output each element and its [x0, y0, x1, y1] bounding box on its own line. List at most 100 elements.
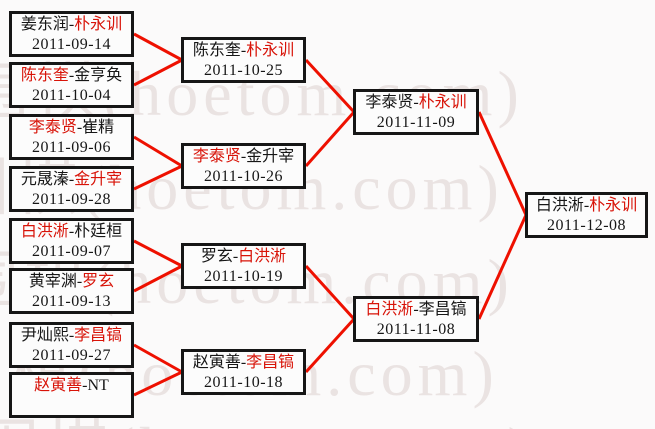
match-box-r1-1: 姜东润-朴永训 2011-09-14	[9, 11, 134, 57]
player-left: 李泰贤	[365, 94, 414, 111]
match-players: 白洪淅-朴廷桓	[21, 222, 122, 242]
match-box-r2-2: 李泰贤-金升宰 2011-10-26	[181, 143, 306, 189]
player-left: 李泰贤	[28, 119, 77, 136]
match-players: 白洪淅-朴永训	[536, 196, 637, 216]
connector-line	[133, 239, 183, 268]
match-players: 李泰贤-金升宰	[193, 147, 294, 167]
match-players: 赵寅善-NT	[34, 376, 109, 396]
match-players: 陈东奎-朴永训	[193, 41, 294, 61]
connector-line	[304, 317, 356, 374]
match-date: 2011-11-08	[376, 321, 456, 338]
player-right: 金升宰	[246, 148, 295, 165]
player-separator: -	[68, 16, 75, 33]
match-box-r2-4: 赵寅善-李昌镐 2011-10-18	[181, 349, 306, 395]
player-right: 金升宰	[74, 171, 123, 188]
connector-line	[477, 214, 528, 320]
player-left: 白洪淅	[20, 223, 69, 240]
connector-line	[133, 32, 183, 62]
match-date: 2011-10-26	[203, 168, 284, 185]
player-separator: -	[583, 197, 590, 214]
player-separator: -	[240, 354, 247, 371]
match-date: 2011-09-13	[31, 293, 112, 310]
player-separator: -	[413, 301, 419, 318]
player-right: 朴永训	[589, 197, 638, 214]
match-players: 陈东奎-金亨奂	[21, 66, 122, 86]
player-right: 李昌镐	[246, 354, 295, 371]
match-box-r1-6: 黄宰渊-罗玄 2011-09-13	[9, 268, 134, 314]
player-separator: -	[413, 94, 419, 111]
match-players: 赵寅善-李昌镐	[193, 353, 294, 373]
player-left: 尹灿熙	[20, 327, 69, 344]
match-date: 2011-09-27	[31, 347, 112, 364]
player-right: 朴永训	[74, 16, 123, 33]
match-box-r2-3: 罗玄-白洪淅 2011-10-19	[181, 243, 306, 289]
connector-line	[304, 58, 356, 114]
player-right: 朴廷桓	[74, 223, 123, 240]
match-date: 2011-12-08	[546, 217, 627, 234]
player-right: NT	[87, 377, 109, 394]
match-box-r1-4: 元晟溱-金升宰 2011-09-28	[9, 166, 134, 212]
player-separator: -	[240, 42, 247, 59]
connector-line	[477, 111, 528, 216]
connector-line	[133, 264, 183, 293]
player-right: 崔精	[82, 119, 115, 136]
match-box-r1-2: 陈东奎-金亨奂 2011-10-04	[9, 62, 134, 108]
match-players: 李泰贤-崔精	[29, 118, 114, 138]
player-separator: -	[76, 273, 83, 290]
player-separator: -	[240, 148, 247, 165]
player-left: 李泰贤	[192, 148, 241, 165]
player-left: 赵寅善	[34, 377, 83, 394]
player-separator: -	[82, 377, 88, 394]
player-right: 白洪淅	[238, 248, 287, 265]
match-date: 2011-10-04	[31, 87, 112, 104]
player-right: 李昌镐	[74, 327, 123, 344]
player-left: 白洪淅	[365, 301, 414, 318]
match-players: 李泰贤-朴永训	[365, 93, 466, 113]
player-left: 姜东润	[20, 16, 69, 33]
match-box-r2-1: 陈东奎-朴永训 2011-10-25	[181, 37, 306, 83]
match-players: 罗玄-白洪淅	[201, 247, 286, 267]
player-separator: -	[68, 67, 75, 84]
player-right: 朴永训	[418, 94, 467, 111]
match-date: 2011-10-18	[203, 374, 284, 391]
player-left: 黄宰渊	[28, 273, 77, 290]
match-date: 2011-10-19	[203, 268, 284, 285]
match-box-r1-3: 李泰贤-崔精 2011-09-06	[9, 114, 134, 160]
match-box-sf-1: 李泰贤-朴永训 2011-11-09	[353, 89, 479, 135]
player-left: 白洪淅	[535, 197, 584, 214]
match-players: 白洪淅-李昌镐	[365, 300, 466, 320]
match-players: 元晟溱-金升宰	[21, 170, 122, 190]
player-separator: -	[68, 171, 75, 188]
connector-line	[133, 370, 183, 397]
player-right: 罗玄	[82, 273, 115, 290]
connector-line	[133, 58, 183, 87]
match-date: 2011-09-14	[31, 36, 112, 53]
player-left: 陈东奎	[20, 67, 69, 84]
player-separator: -	[68, 327, 75, 344]
player-separator: -	[232, 248, 239, 265]
match-date: 2011-09-28	[31, 191, 112, 208]
match-players: 尹灿熙-李昌镐	[21, 326, 122, 346]
match-box-r1-5: 白洪淅-朴廷桓 2011-09-07	[9, 218, 134, 264]
player-separator: -	[68, 223, 75, 240]
match-players: 姜东润-朴永训	[21, 15, 122, 35]
match-box-r1-7: 尹灿熙-李昌镐 2011-09-27	[9, 322, 134, 368]
player-right: 朴永训	[246, 42, 295, 59]
match-date: 2011-09-07	[31, 243, 112, 260]
match-box-r1-8: 赵寅善-NT	[9, 372, 134, 418]
player-separator: -	[76, 119, 83, 136]
player-right: 金亨奂	[74, 67, 123, 84]
player-left: 赵寅善	[192, 354, 241, 371]
connector-line	[304, 111, 356, 167]
match-date: 2011-11-09	[376, 114, 456, 131]
match-date: 2011-09-06	[31, 139, 112, 156]
connector-line	[133, 164, 183, 191]
player-left: 罗玄	[200, 248, 233, 265]
connector-line	[304, 264, 356, 321]
match-box-sf-2: 白洪淅-李昌镐 2011-11-08	[353, 296, 479, 342]
match-players: 黄宰渊-罗玄	[29, 272, 114, 292]
connector-line	[133, 343, 183, 374]
connector-line	[133, 135, 183, 168]
